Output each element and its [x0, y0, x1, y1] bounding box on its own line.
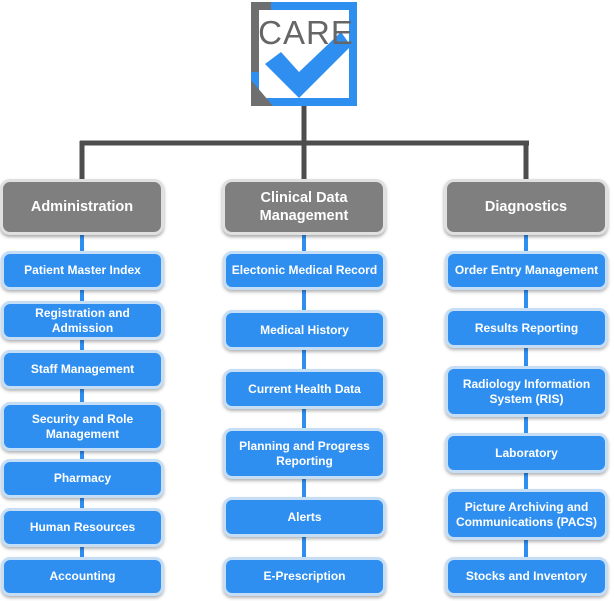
- module-human-resources: Human Resources: [1, 508, 164, 547]
- module-label: Staff Management: [30, 362, 135, 376]
- module-label: Electonic Medical Record: [231, 263, 378, 277]
- module-label: Order Entry Management: [454, 263, 599, 277]
- module-label: Current Health Data: [248, 381, 361, 396]
- module-label: Alerts: [287, 509, 322, 524]
- category-administration: Administration: [0, 179, 164, 235]
- module-label: Registration and Admission: [35, 305, 130, 335]
- category-title: Administration: [30, 199, 134, 215]
- module-label: Human Resources: [29, 520, 136, 534]
- module-order-entry-management: Order Entry Management: [445, 251, 608, 290]
- category-diagnostics: Diagnostics: [444, 179, 608, 235]
- module-alerts: Alerts: [223, 497, 386, 537]
- module-pharmacy: Pharmacy: [1, 459, 164, 498]
- module-label: Radiology Information System (RIS): [462, 376, 591, 406]
- module-picture-archiving-and-communications: Picture Archiving and Communications (PA…: [445, 489, 608, 540]
- module-label: Results Reporting: [474, 320, 579, 335]
- module-label: Accounting: [49, 569, 116, 583]
- module-medical-history: Medical History: [223, 310, 386, 350]
- module-label: Planning and Progress Reporting: [239, 438, 370, 468]
- module-planning-and-progress-reporting: Planning and Progress Reporting: [223, 428, 386, 479]
- logo-gray-bracket: [251, 2, 271, 72]
- module-label: Patient Master Index: [24, 263, 141, 277]
- module-label: Picture Archiving and Communications (PA…: [455, 499, 598, 529]
- module-radiology-information-system: Radiology Information System (RIS): [445, 366, 608, 417]
- care-logo: CARE: [251, 2, 357, 106]
- module-current-health-data: Current Health Data: [223, 369, 386, 409]
- module-stocks-and-inventory: Stocks and Inventory: [445, 557, 608, 596]
- module-registration-and-admission: Registration and Admission: [1, 301, 164, 340]
- module-label: Pharmacy: [53, 471, 112, 485]
- module-electonic-medical-record: Electonic Medical Record: [223, 251, 386, 290]
- module-e-prescription: E-Prescription: [223, 557, 386, 596]
- category-title: Clinical Data Management: [259, 190, 349, 224]
- module-patient-master-index: Patient Master Index: [1, 251, 164, 290]
- module-results-reporting: Results Reporting: [445, 308, 608, 348]
- category-clinical-data-management: Clinical Data Management: [222, 179, 386, 235]
- module-accounting: Accounting: [1, 557, 164, 596]
- logo-text: CARE: [258, 14, 354, 51]
- module-laboratory: Laboratory: [445, 433, 608, 473]
- logo-gray-wedge: [251, 80, 273, 106]
- module-label: E-Prescription: [263, 569, 346, 583]
- module-security-and-role-management: Security and Role Management: [1, 402, 164, 451]
- module-staff-management: Staff Management: [1, 350, 164, 389]
- module-label: Laboratory: [495, 445, 558, 460]
- logo-check-mark: [265, 32, 351, 98]
- category-title: Diagnostics: [484, 199, 568, 215]
- module-label: Stocks and Inventory: [465, 569, 588, 583]
- module-label: Security and Role Management: [31, 411, 134, 441]
- module-label: Medical History: [260, 322, 349, 337]
